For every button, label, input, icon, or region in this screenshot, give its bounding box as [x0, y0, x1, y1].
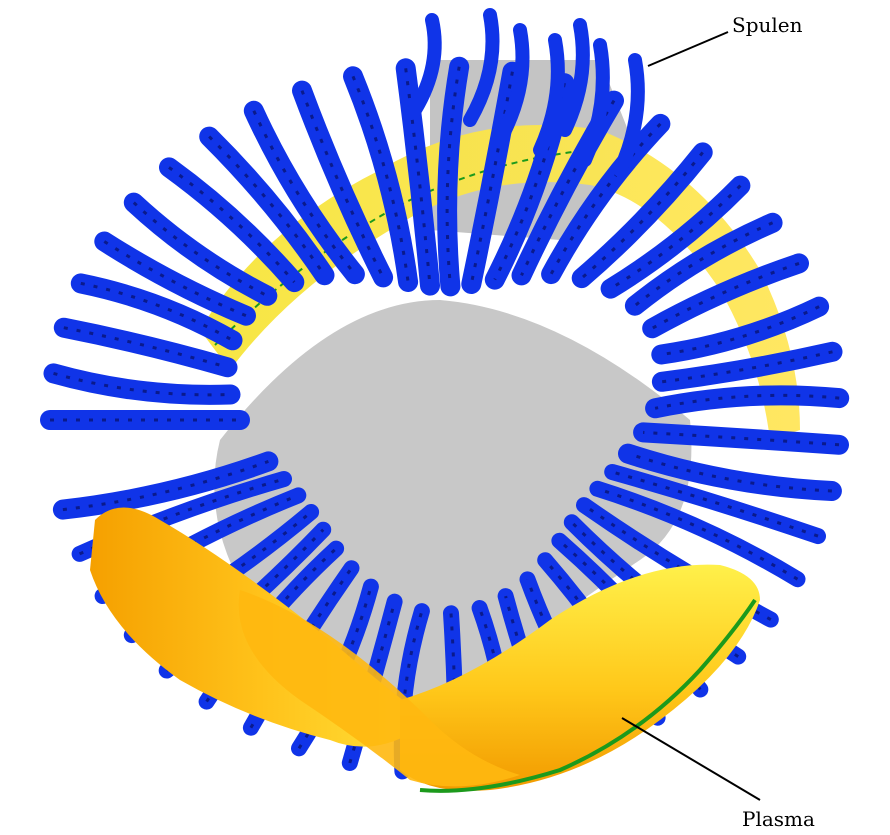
plasma-label: Plasma — [742, 807, 815, 831]
coil — [447, 67, 459, 287]
coils-leader-line — [648, 32, 728, 66]
coil — [54, 373, 231, 394]
coils-label: Spulen — [732, 13, 803, 37]
plasma-leader-line — [622, 718, 760, 800]
